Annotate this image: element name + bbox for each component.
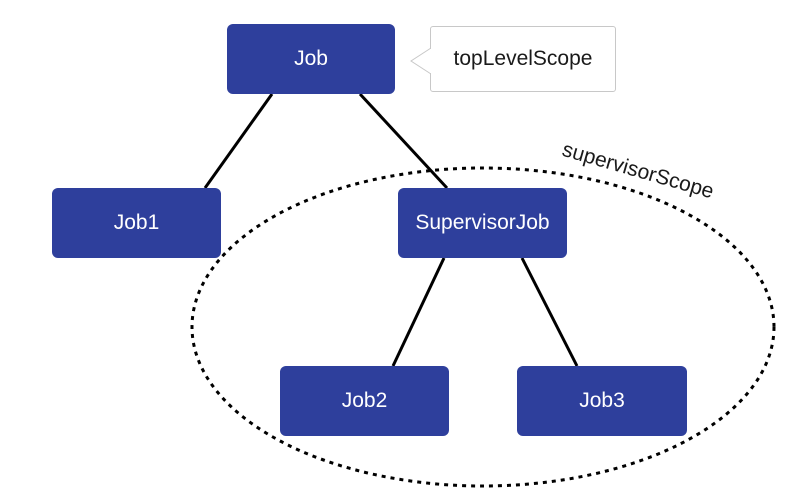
callout-seam-cover [430,49,433,73]
edge-supervisorjob-job3 [520,257,579,367]
supervisor-scope-boundary [190,166,776,488]
top-level-scope-callout: topLevelScope [430,26,616,92]
edge-job-supervisorjob [358,92,449,190]
edge-job-job1 [203,93,274,189]
job-node: Job [227,24,395,94]
edge-supervisorjob-job2 [391,257,446,367]
job1-node: Job1 [52,188,221,258]
supervisor-job-node: SupervisorJob [398,188,567,258]
job3-node: Job3 [517,366,687,436]
job2-node: Job2 [280,366,449,436]
callout-pointer [410,47,432,75]
